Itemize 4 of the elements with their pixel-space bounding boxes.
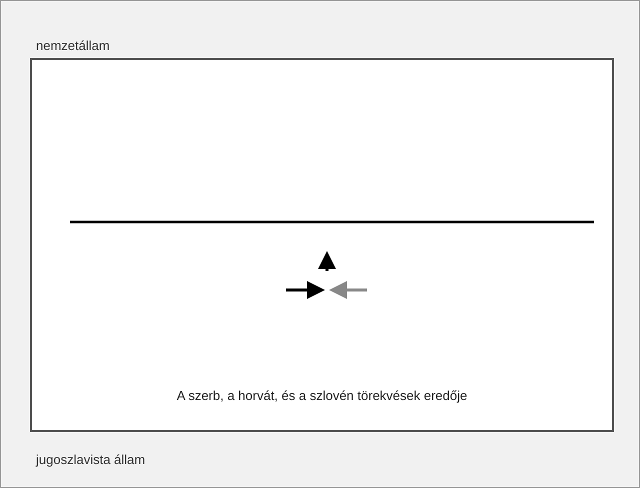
diagram-frame <box>30 58 614 432</box>
pole-label: jugoszlavista állam <box>36 452 146 467</box>
resultant-caption: A szerb, a horvát, és a szlovén törekvések eredője <box>176 388 468 403</box>
pole-label: nemzetállam <box>36 38 110 53</box>
